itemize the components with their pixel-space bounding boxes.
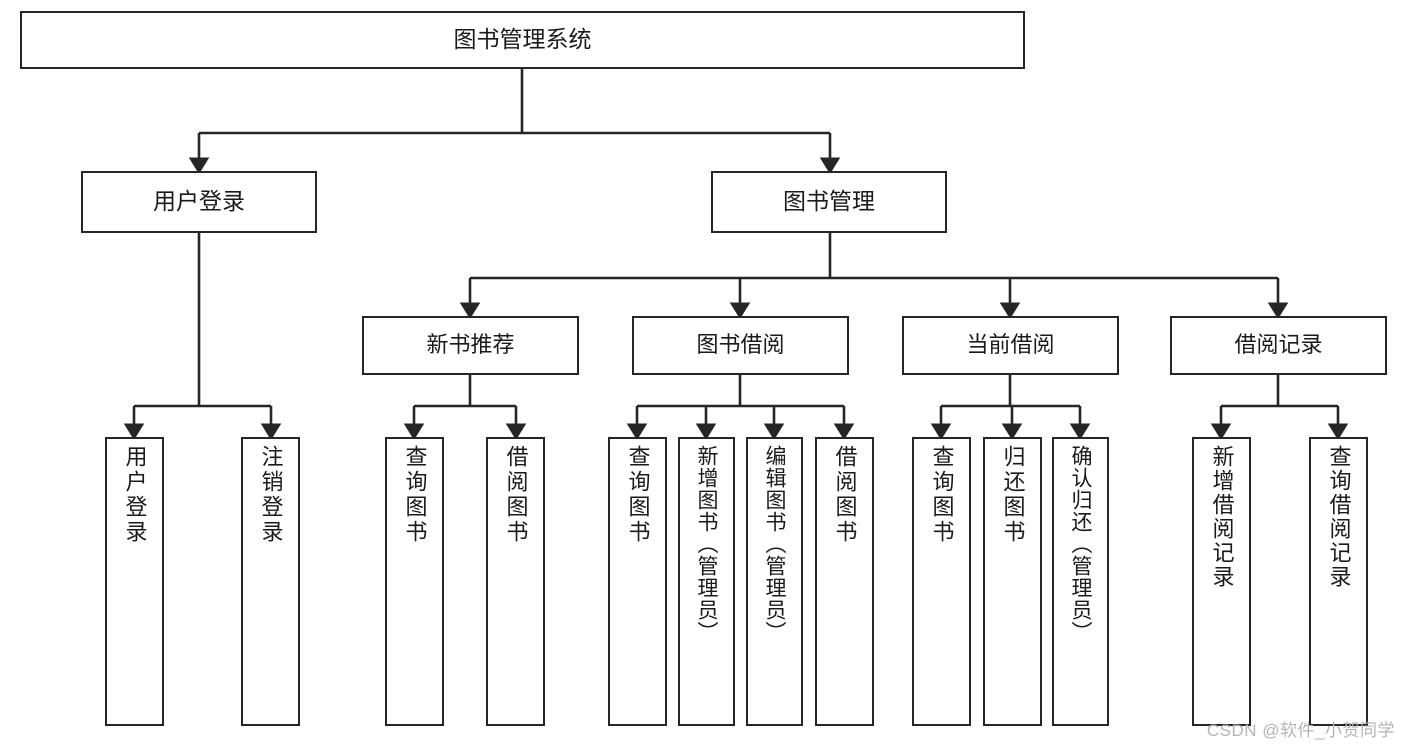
node-leaf-cur-query-book[interactable]: 查询图书 [912, 437, 971, 726]
node-root-system-label: 图书管理系统 [453, 26, 592, 53]
node-leaf-confirm-return-label: 确认归还（管理员） [1069, 445, 1092, 643]
node-borrow-record-label: 借阅记录 [1234, 332, 1323, 358]
node-leaf-borrow-book-label: 借阅图书 [832, 445, 858, 545]
node-book-manage[interactable]: 图书管理 [711, 171, 947, 233]
node-book-manage-label: 图书管理 [783, 188, 875, 215]
node-leaf-confirm-return[interactable]: 确认归还（管理员） [1052, 437, 1109, 726]
node-leaf-rec-query-book-label: 查询图书 [402, 445, 428, 545]
node-leaf-add-book-label: 新增图书（管理员） [695, 445, 718, 643]
node-leaf-user-logout-label: 注销登录 [258, 445, 284, 545]
node-new-book-rec-label: 新书推荐 [426, 332, 515, 358]
node-leaf-add-record-label: 新增借阅记录 [1209, 445, 1235, 589]
node-leaf-borrow-query-book-label: 查询图书 [625, 445, 651, 545]
node-leaf-user-login[interactable]: 用户登录 [105, 437, 164, 726]
node-user-login[interactable]: 用户登录 [81, 171, 317, 233]
csdn-watermark: CSDN @软件_小贺同学 [1206, 721, 1395, 740]
node-borrow-record[interactable]: 借阅记录 [1170, 316, 1387, 375]
node-user-login-label: 用户登录 [153, 188, 245, 215]
node-leaf-query-record[interactable]: 查询借阅记录 [1309, 437, 1368, 726]
node-leaf-rec-query-book[interactable]: 查询图书 [385, 437, 444, 726]
node-root-system[interactable]: 图书管理系统 [20, 11, 1025, 69]
node-leaf-return-book-label: 归还图书 [1000, 445, 1026, 545]
node-leaf-borrow-query-book[interactable]: 查询图书 [608, 437, 667, 726]
node-leaf-return-book[interactable]: 归还图书 [983, 437, 1042, 726]
node-new-book-rec[interactable]: 新书推荐 [362, 316, 579, 375]
node-leaf-add-book[interactable]: 新增图书（管理员） [678, 437, 735, 726]
node-leaf-user-login-label: 用户登录 [122, 445, 148, 545]
node-leaf-edit-book[interactable]: 编辑图书（管理员） [746, 437, 803, 726]
node-leaf-user-logout[interactable]: 注销登录 [241, 437, 300, 726]
node-book-borrow-label: 图书借阅 [696, 332, 785, 358]
node-leaf-edit-book-label: 编辑图书（管理员） [763, 445, 786, 643]
node-leaf-add-record[interactable]: 新增借阅记录 [1192, 437, 1251, 726]
node-leaf-cur-query-book-label: 查询图书 [929, 445, 955, 545]
node-leaf-borrow-book[interactable]: 借阅图书 [815, 437, 874, 726]
node-leaf-query-record-label: 查询借阅记录 [1326, 445, 1352, 589]
node-current-borrow[interactable]: 当前借阅 [902, 316, 1119, 375]
node-leaf-rec-borrow-book-label: 借阅图书 [503, 445, 529, 545]
node-book-borrow[interactable]: 图书借阅 [632, 316, 849, 375]
node-leaf-rec-borrow-book[interactable]: 借阅图书 [486, 437, 545, 726]
node-current-borrow-label: 当前借阅 [966, 332, 1055, 358]
